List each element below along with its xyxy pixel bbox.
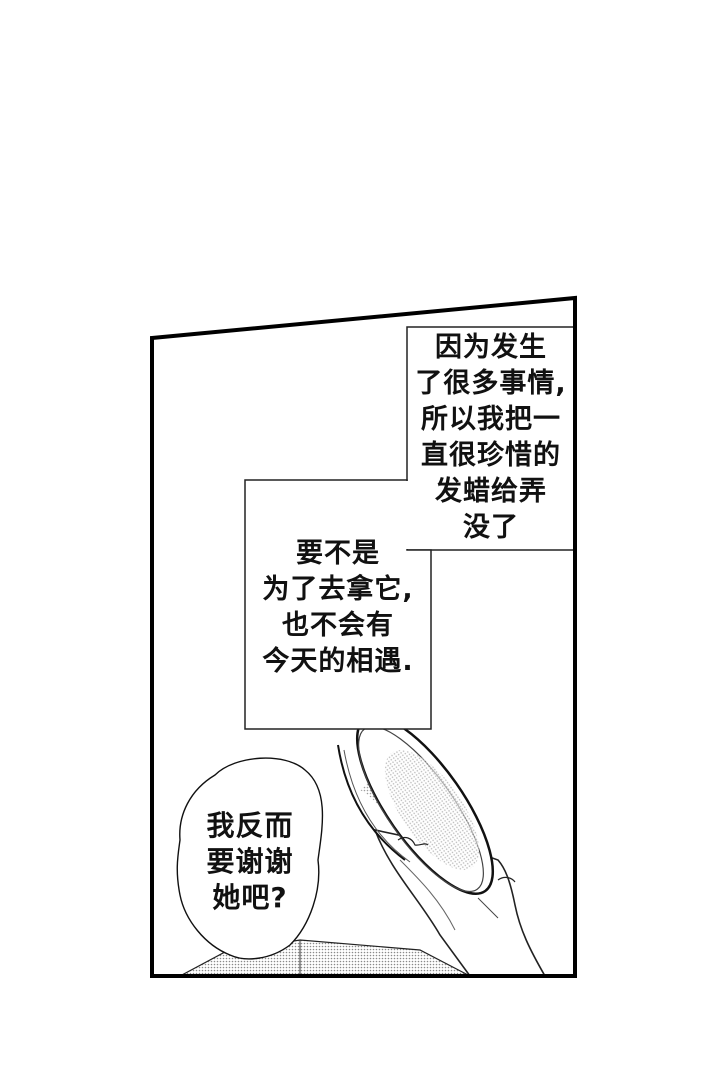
speech-line: 我反而 [206, 809, 294, 842]
speech-line: 她吧? [212, 881, 288, 914]
speech-bubble: 我反而 要谢谢 她吧? [180, 808, 320, 916]
caption-box-top: 因为发生 了很多事情, 所以我把一 直很珍惜的 发蜡给弄 没了 [407, 330, 575, 546]
caption-line: 因为发生 [435, 332, 547, 363]
speech-bubble-shape [176, 757, 324, 960]
caption-line: 要不是 [296, 538, 380, 569]
caption-line: 所以我把一 [421, 404, 561, 435]
caption-line: 为了去拿它, [262, 574, 414, 605]
caption-box-middle: 要不是 为了去拿它, 也不会有 今天的相遇. [245, 536, 431, 680]
caption-box-middle-frame [244, 479, 432, 730]
caption-line: 发蜡给弄 [435, 476, 547, 507]
caption-line: 直很珍惜的 [421, 440, 561, 471]
caption-line: 了很多事情, [415, 368, 567, 399]
caption-line: 也不会有 [282, 610, 394, 641]
speech-line: 要谢谢 [206, 845, 294, 878]
caption-line: 没了 [463, 512, 519, 543]
caption-line: 今天的相遇. [262, 646, 414, 677]
